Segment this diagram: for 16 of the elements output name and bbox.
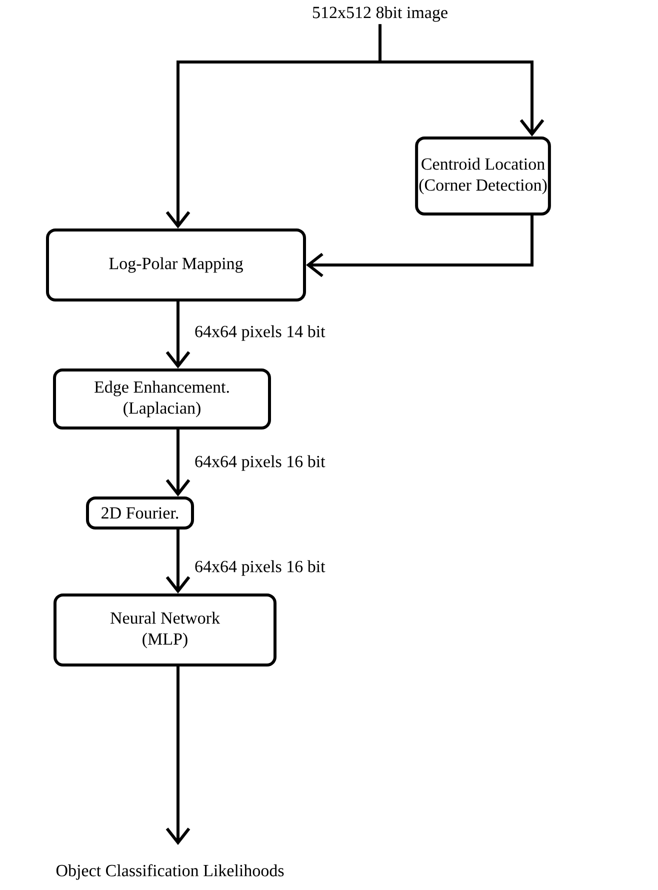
- edge-label: 64x64 pixels 14 bit: [194, 324, 326, 342]
- arrow: [166, 530, 190, 594]
- arrow: [166, 302, 190, 368]
- arrow: [306, 216, 534, 278]
- output-label: Object Classification Likelihoods: [56, 864, 284, 880]
- input-label: 512x512 8bit image: [313, 6, 448, 22]
- edge-label: 64x64 pixels 16 bit: [194, 454, 326, 472]
- process-box: Log-Polar Mapping: [46, 228, 306, 302]
- process-box: Neural Network (MLP): [54, 594, 276, 666]
- process-box: 2D Fourier.: [86, 496, 194, 530]
- process-box: Centroid Location (Corner Detection): [415, 136, 551, 216]
- arrow: [378, 24, 544, 136]
- arrow: [166, 430, 190, 496]
- arrow: [166, 666, 190, 845]
- process-box: Edge Enhancement. (Laplacian): [53, 368, 271, 430]
- edge-label: 64x64 pixels 16 bit: [194, 559, 326, 577]
